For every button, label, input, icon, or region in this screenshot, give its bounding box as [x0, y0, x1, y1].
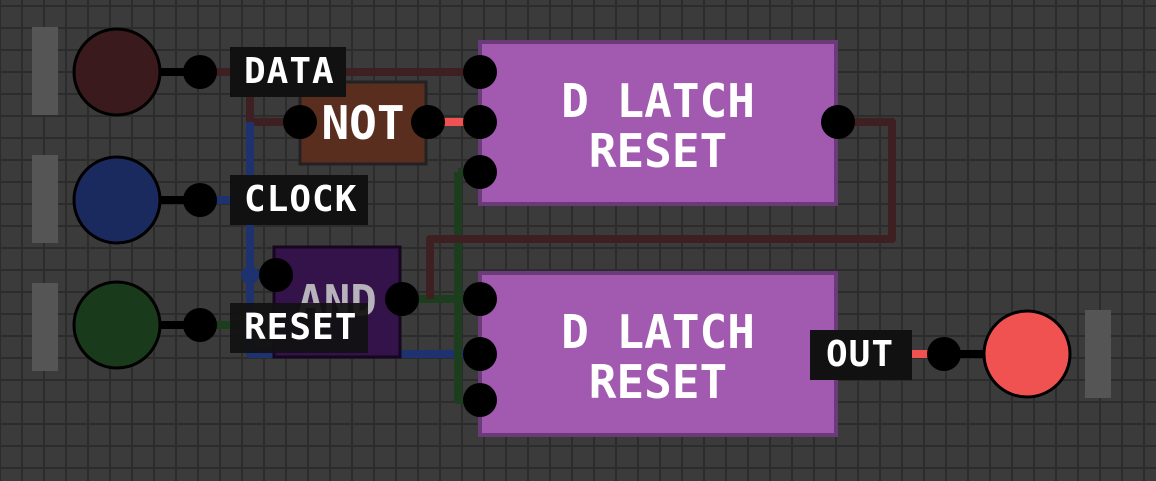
not-gate-label: NOT — [321, 96, 405, 150]
out-pin[interactable] — [927, 337, 961, 371]
reset-pin[interactable] — [183, 308, 217, 342]
latch1-input-pin-2[interactable] — [463, 105, 497, 139]
latch1-label-line1: D LATCH — [561, 74, 755, 128]
input-clock-button[interactable] — [72, 155, 162, 245]
clock-pin[interactable] — [183, 183, 217, 217]
output-led — [982, 309, 1072, 399]
wire-latch1-out[interactable] — [426, 118, 896, 299]
latch2-input-pin-1[interactable] — [463, 282, 497, 316]
input-handle-reset[interactable] — [32, 283, 58, 371]
input-data-button[interactable] — [72, 27, 162, 117]
output-label: OUT — [810, 330, 913, 380]
latch2-input-pin-3[interactable] — [463, 383, 497, 417]
not-output-pin[interactable] — [411, 105, 445, 139]
latch2-label-line2: RESET — [588, 355, 728, 409]
input-handle-data[interactable] — [32, 27, 58, 115]
data-pin[interactable] — [183, 55, 217, 89]
junction-dot — [241, 266, 259, 284]
latch1-output-pin[interactable] — [821, 105, 855, 139]
d-latch-2[interactable] — [478, 271, 838, 437]
input-label-data: DATA — [230, 47, 346, 97]
output-handle[interactable] — [1085, 310, 1111, 398]
latch1-input-pin-3[interactable] — [463, 155, 497, 189]
latch1-label-line2: RESET — [588, 124, 728, 178]
input-handle-clock[interactable] — [32, 155, 58, 243]
wire-reset[interactable] — [200, 168, 470, 404]
latch1-input-pin-1[interactable] — [463, 55, 497, 89]
and-output-pin[interactable] — [385, 282, 419, 316]
input-label-reset: RESET — [230, 303, 369, 353]
latch2-label-line1: D LATCH — [561, 305, 755, 359]
not-input-pin[interactable] — [283, 105, 317, 139]
latch2-input-pin-2[interactable] — [463, 337, 497, 371]
and-input-pin[interactable] — [259, 258, 293, 292]
d-latch-1[interactable] — [478, 40, 838, 206]
input-reset-button[interactable] — [72, 280, 162, 370]
input-label-clock: CLOCK — [230, 175, 369, 225]
